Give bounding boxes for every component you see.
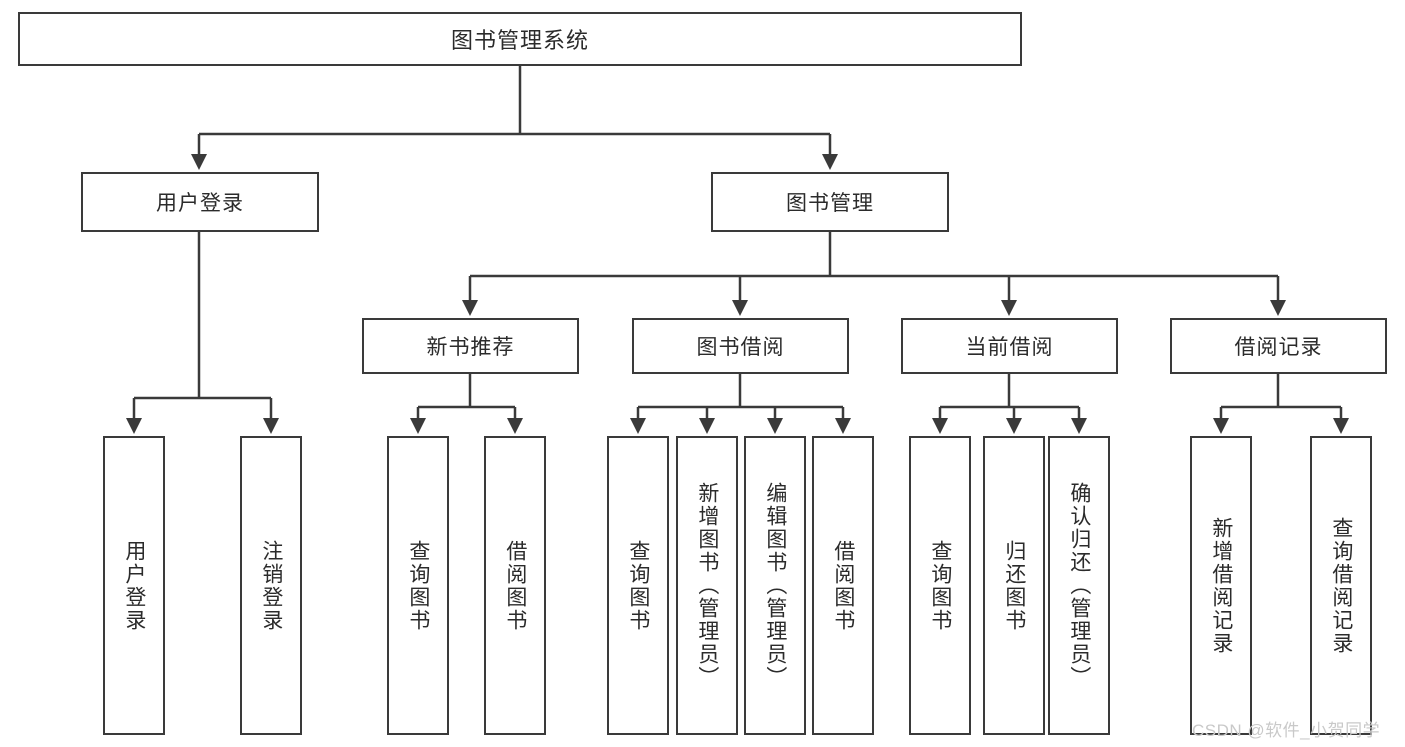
connector-borrow-record-arrow-0-head (1213, 418, 1229, 434)
connector-book-manage-arrow-1-head (732, 300, 748, 316)
node-borrow-record-label: 借阅记录 (1234, 336, 1323, 359)
connector-new-book-recommend-arrow-0-head (410, 418, 426, 434)
node-new-book-recommend-label: 新书推荐 (426, 336, 515, 359)
node-leaf-user-logout-label: 注销登录 (259, 539, 283, 632)
node-leaf-borrow-book-2-label: 借阅图书 (831, 539, 855, 632)
node-leaf-query-book-3-label: 查询图书 (928, 539, 952, 632)
node-current-borrow-label: 当前借阅 (965, 336, 1054, 359)
node-current-borrow[interactable]: 当前借阅 (901, 318, 1118, 374)
node-leaf-query-book-2-label: 查询图书 (626, 539, 650, 632)
node-leaf-borrow-book-2[interactable]: 借阅图书 (812, 436, 874, 735)
node-leaf-query-book-3[interactable]: 查询图书 (909, 436, 971, 735)
connector-root-arrow-1-head (822, 154, 838, 170)
node-leaf-query-book-1[interactable]: 查询图书 (387, 436, 449, 735)
node-leaf-borrow-book-1[interactable]: 借阅图书 (484, 436, 546, 735)
node-leaf-add-book-label: 新增图书（管理员） (695, 482, 719, 689)
connector-new-book-recommend-arrow-1-head (507, 418, 523, 434)
node-leaf-query-record-label: 查询借阅记录 (1329, 516, 1353, 655)
connector-book-borrow-arrow-2-head (767, 418, 783, 434)
connector-root-arrow-0-head (191, 154, 207, 170)
node-leaf-edit-book-label: 编辑图书（管理员） (763, 482, 787, 689)
node-leaf-edit-book[interactable]: 编辑图书（管理员） (744, 436, 806, 735)
connector-book-borrow-arrow-3-head (835, 418, 851, 434)
node-leaf-query-book-2[interactable]: 查询图书 (607, 436, 669, 735)
connector-book-manage-arrow-2-head (1001, 300, 1017, 316)
node-user-login-label: 用户登录 (156, 192, 244, 215)
node-leaf-add-record[interactable]: 新增借阅记录 (1190, 436, 1252, 735)
connector-book-borrow-arrow-0-head (630, 418, 646, 434)
connector-current-borrow-arrow-0-head (932, 418, 948, 434)
node-leaf-query-book-1-label: 查询图书 (406, 539, 430, 632)
node-leaf-add-record-label: 新增借阅记录 (1209, 516, 1233, 655)
csdn-watermark: CSDN @软件_小贺同学 (1192, 721, 1381, 740)
node-leaf-add-book[interactable]: 新增图书（管理员） (676, 436, 738, 735)
node-book-borrow[interactable]: 图书借阅 (632, 318, 849, 374)
node-leaf-return-book[interactable]: 归还图书 (983, 436, 1045, 735)
node-leaf-confirm-return-label: 确认归还（管理员） (1067, 482, 1091, 689)
connector-current-borrow-arrow-1-head (1006, 418, 1022, 434)
node-leaf-borrow-book-1-label: 借阅图书 (503, 539, 527, 632)
node-leaf-query-record[interactable]: 查询借阅记录 (1310, 436, 1372, 735)
node-leaf-user-logout[interactable]: 注销登录 (240, 436, 302, 735)
connector-book-manage-arrow-3-head (1270, 300, 1286, 316)
node-book-manage-label: 图书管理 (786, 192, 874, 215)
node-leaf-return-book-label: 归还图书 (1002, 539, 1026, 632)
connector-user-login-arrow-1-head (263, 418, 279, 434)
node-root[interactable]: 图书管理系统 (18, 12, 1022, 66)
node-leaf-confirm-return[interactable]: 确认归还（管理员） (1048, 436, 1110, 735)
connector-book-manage-arrow-0-head (462, 300, 478, 316)
node-user-login[interactable]: 用户登录 (81, 172, 319, 232)
connector-current-borrow-arrow-2-head (1071, 418, 1087, 434)
node-new-book-recommend[interactable]: 新书推荐 (362, 318, 579, 374)
connector-user-login-arrow-0-head (126, 418, 142, 434)
node-book-manage[interactable]: 图书管理 (711, 172, 949, 232)
node-leaf-user-login[interactable]: 用户登录 (103, 436, 165, 735)
node-borrow-record[interactable]: 借阅记录 (1170, 318, 1387, 374)
node-leaf-user-login-label: 用户登录 (122, 539, 146, 632)
node-book-borrow-label: 图书借阅 (696, 336, 785, 359)
connector-book-borrow-arrow-1-head (699, 418, 715, 434)
connector-borrow-record-arrow-1-head (1333, 418, 1349, 434)
node-root-label: 图书管理系统 (450, 28, 589, 53)
